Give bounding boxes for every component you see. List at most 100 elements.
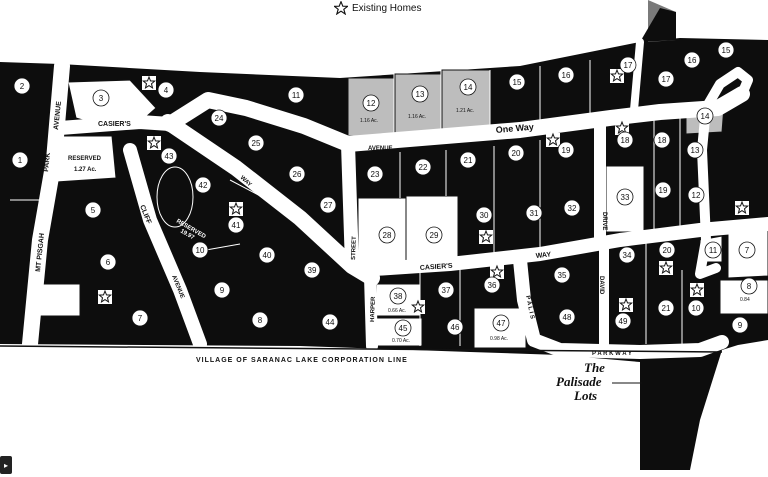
lot-marker[interactable]: 24 <box>210 109 228 127</box>
lot-circle <box>92 89 110 107</box>
lot-marker[interactable]: 16 <box>557 66 575 84</box>
lot-marker[interactable]: 3 <box>92 89 110 107</box>
lot-marker[interactable]: 9 <box>213 281 231 299</box>
street-label-street: STREET <box>351 236 358 260</box>
lot-marker[interactable]: 4 <box>157 81 175 99</box>
existing-home-star-icon <box>142 75 156 90</box>
lot-marker[interactable]: 36 <box>483 276 501 294</box>
lot-marker[interactable]: 15 <box>717 41 735 59</box>
lot-marker[interactable]: 6 <box>99 253 117 271</box>
lot-marker[interactable]: 16 <box>683 51 701 69</box>
lot-marker[interactable]: 7 <box>738 241 756 259</box>
lot-marker[interactable]: 45 <box>394 319 412 337</box>
area-lot-12: 1.16 Ac. <box>360 118 378 124</box>
lot-marker[interactable]: 21 <box>459 151 477 169</box>
lot-circle <box>492 314 510 332</box>
lot-marker[interactable]: 42 <box>194 176 212 194</box>
lot-number: 33 <box>621 193 630 202</box>
existing-home-star-icon <box>659 260 673 275</box>
lot-marker[interactable]: 25 <box>247 134 265 152</box>
lot-marker[interactable]: 10 <box>687 299 705 317</box>
lot-circle <box>687 299 705 317</box>
lot-marker[interactable]: 31 <box>525 204 543 222</box>
existing-home-star-icon <box>690 282 704 297</box>
lot-marker[interactable]: 32 <box>563 199 581 217</box>
lot-marker[interactable]: 20 <box>658 241 676 259</box>
lot-marker[interactable]: 11 <box>704 241 722 259</box>
lot-marker[interactable]: 19 <box>557 141 575 159</box>
lot-marker[interactable]: 9 <box>731 316 749 334</box>
lot-marker[interactable]: 22 <box>414 158 432 176</box>
lot-number: 49 <box>619 317 628 326</box>
lot-number: 29 <box>430 231 439 240</box>
lot-marker[interactable]: 20 <box>507 144 525 162</box>
lot-circle <box>508 73 526 91</box>
lot-marker[interactable]: 19 <box>654 181 672 199</box>
lot-circle <box>475 206 493 224</box>
lot-marker[interactable]: 41 <box>227 216 245 234</box>
street-label-palis: P A L I S <box>524 295 535 319</box>
lot-marker[interactable]: 40 <box>258 246 276 264</box>
lot-marker[interactable]: 29 <box>425 226 443 244</box>
lot-number: 45 <box>399 324 408 333</box>
lot-marker[interactable]: 5 <box>84 201 102 219</box>
lot-marker[interactable]: 1 <box>11 151 29 169</box>
lot-marker[interactable]: 17 <box>657 70 675 88</box>
lot-number: 6 <box>106 258 111 267</box>
lot-marker[interactable]: 15 <box>508 73 526 91</box>
lot-marker[interactable]: 2 <box>13 77 31 95</box>
lot-marker[interactable]: 8 <box>251 311 269 329</box>
lot-marker[interactable]: 18 <box>653 131 671 149</box>
lot-marker[interactable]: 35 <box>553 266 571 284</box>
lot-marker[interactable]: 37 <box>437 281 455 299</box>
lot-marker[interactable]: 11 <box>287 86 305 104</box>
lot-circle <box>557 141 575 159</box>
lot-circle <box>558 308 576 326</box>
lot-marker[interactable]: 8 <box>740 277 758 295</box>
lot-number: 35 <box>558 271 567 280</box>
street-label-casiers-lower: CASIER'S <box>420 263 454 272</box>
lot-marker[interactable]: 12 <box>362 94 380 112</box>
lot-marker[interactable]: 13 <box>411 85 429 103</box>
lot-number: 30 <box>480 211 489 220</box>
area-lot-45: 0.70 Ac. <box>392 338 410 344</box>
lot-circle <box>696 107 714 125</box>
lot-number: 1 <box>18 156 23 165</box>
existing-homes <box>98 68 749 314</box>
lot-number: 11 <box>709 246 718 255</box>
lot-marker[interactable]: 10 <box>191 241 209 259</box>
reserved-area-1: 1.27 Ac. <box>74 167 97 173</box>
lot-marker[interactable]: 17 <box>619 56 637 74</box>
expand-button[interactable]: ▸ <box>0 456 12 474</box>
lot-marker[interactable]: 47 <box>492 314 510 332</box>
lot-marker[interactable]: 12 <box>687 186 705 204</box>
lot-marker[interactable]: 49 <box>614 312 632 330</box>
lot-marker[interactable]: 30 <box>475 206 493 224</box>
lot-marker[interactable]: 33 <box>616 188 634 206</box>
lot-circle <box>616 131 634 149</box>
lot-number: 28 <box>383 231 392 240</box>
lot-marker[interactable]: 27 <box>319 196 337 214</box>
lot-marker[interactable]: 48 <box>558 308 576 326</box>
lot-marker[interactable]: 14 <box>459 78 477 96</box>
lot-marker[interactable]: 21 <box>657 299 675 317</box>
lot-marker[interactable]: 44 <box>321 313 339 331</box>
lot-marker[interactable]: 34 <box>618 246 636 264</box>
lot-marker[interactable]: 13 <box>686 141 704 159</box>
lot-number: 31 <box>530 209 539 218</box>
lot-marker[interactable]: 39 <box>303 261 321 279</box>
existing-home-star-icon <box>610 68 624 83</box>
lot-marker[interactable]: 46 <box>446 318 464 336</box>
lot-circle <box>84 201 102 219</box>
lot-marker[interactable]: 7 <box>131 309 149 327</box>
lot-marker[interactable]: 18 <box>616 131 634 149</box>
lot-marker[interactable]: 38 <box>389 287 407 305</box>
lot-marker[interactable]: 23 <box>366 165 384 183</box>
street-label-mt-pisgah: MT PISGAH <box>35 233 46 272</box>
lot-marker[interactable]: 43 <box>160 147 178 165</box>
legend-label: Existing Homes <box>352 2 422 14</box>
lot-marker[interactable]: 28 <box>378 226 396 244</box>
existing-home-star-icon <box>546 132 560 147</box>
lot-marker[interactable]: 14 <box>696 107 714 125</box>
lot-marker[interactable]: 26 <box>288 165 306 183</box>
